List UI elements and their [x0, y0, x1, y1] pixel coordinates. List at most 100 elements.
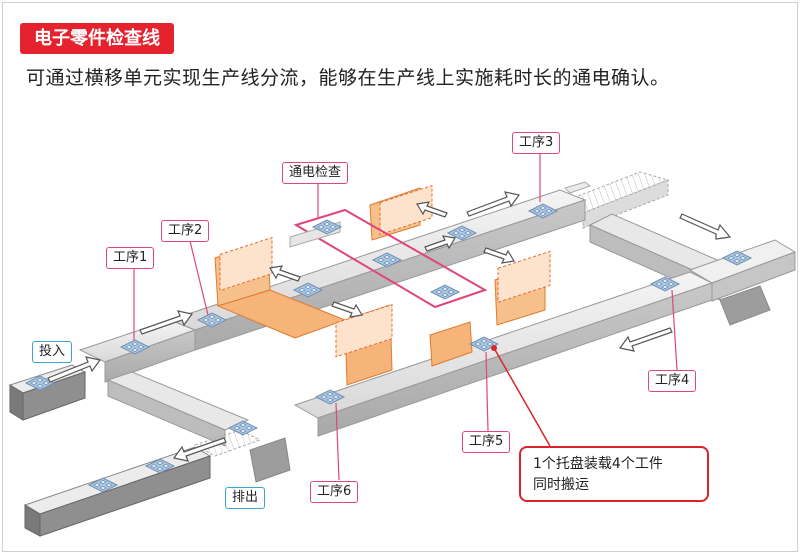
- workpiece: [317, 225, 325, 229]
- conveyor-lower: [293, 271, 714, 437]
- pallet-output-2: [87, 477, 119, 493]
- workpiece: [298, 288, 306, 292]
- workpiece: [156, 461, 164, 465]
- pallet-input: [24, 375, 56, 391]
- pallet-inspect-3: [429, 284, 461, 300]
- workpiece: [329, 225, 337, 229]
- arrow-transfer-down-icon: [483, 247, 515, 264]
- workpiece: [326, 392, 334, 396]
- workpiece: [480, 345, 488, 349]
- workpiece: [30, 381, 38, 385]
- workpiece: [545, 209, 553, 213]
- workpiece: [464, 231, 472, 235]
- inspection-zone: [293, 208, 488, 309]
- workpiece: [332, 395, 340, 399]
- workpiece: [733, 259, 741, 263]
- pallet-step2: [196, 312, 228, 328]
- workpiece: [233, 426, 241, 430]
- workpiece: [435, 290, 443, 294]
- workpiece: [377, 258, 385, 262]
- arrow-step1-icon: [139, 310, 194, 335]
- pallet-step3: [527, 203, 559, 219]
- arrow-transfer-left-icon: [269, 265, 301, 282]
- callout-dot: [491, 345, 497, 351]
- pallet-right-end: [721, 250, 753, 266]
- workpiece: [131, 342, 139, 346]
- pallet-step5: [468, 336, 500, 352]
- workpiece: [441, 293, 449, 297]
- workpiece: [655, 282, 663, 286]
- arrow-input-icon: [47, 356, 102, 383]
- workpiece: [661, 279, 669, 283]
- workpiece: [137, 345, 145, 349]
- workpiece: [383, 255, 391, 259]
- arrow-transfer-right-icon: [331, 301, 363, 318]
- transfer-pallets: [219, 184, 551, 358]
- workpiece: [533, 209, 541, 213]
- callout-pointer: [493, 347, 551, 447]
- workpiece: [739, 256, 747, 260]
- workpiece: [125, 345, 133, 349]
- workpiece: [202, 318, 210, 322]
- flow-arrows: [47, 191, 732, 462]
- pallet-output-1: [144, 458, 176, 474]
- workpiece: [42, 381, 50, 385]
- workpiece: [323, 228, 331, 232]
- workpiece: [36, 384, 44, 388]
- workpiece: [539, 212, 547, 216]
- conveyor-left-link: [106, 371, 291, 483]
- pallet-inspect-2: [371, 252, 403, 268]
- workpiece: [131, 348, 139, 352]
- pallet-step4: [649, 276, 681, 292]
- label-step2: 工序2: [161, 220, 210, 242]
- label-inspection: 通电检查: [282, 162, 349, 184]
- callout-line1: 1个托盘装载4个工件: [533, 456, 663, 472]
- pallet-step1: [119, 339, 151, 355]
- workpiece: [458, 234, 466, 238]
- workpiece: [208, 315, 216, 319]
- arrow-lower-back-icon: [618, 327, 673, 352]
- pallet-inspect-1: [311, 219, 343, 235]
- label-input: 投入: [32, 341, 73, 363]
- workpiece: [323, 222, 331, 226]
- workpiece: [162, 464, 170, 468]
- workpiece: [214, 318, 222, 322]
- workpiece: [304, 291, 312, 295]
- label-step3: 工序3: [512, 132, 561, 154]
- workpiece: [93, 483, 101, 487]
- conveyor-output: [23, 429, 262, 537]
- workpiece: [156, 467, 164, 471]
- workpiece: [150, 464, 158, 468]
- label-step1: 工序1: [106, 247, 155, 269]
- page-title: 电子零件检查线: [20, 23, 174, 54]
- workpiece: [304, 285, 312, 289]
- workpiece: [667, 282, 675, 286]
- arrow-right-link-icon: [679, 213, 732, 240]
- pallet-transfer-a: [292, 282, 324, 298]
- workpiece: [539, 206, 547, 210]
- workpiece: [389, 258, 397, 262]
- workpiece: [733, 253, 741, 257]
- arrow-output-icon: [172, 437, 227, 462]
- workpiece: [239, 429, 247, 433]
- callout-line2: 同时搬运: [533, 477, 589, 493]
- label-step5: 工序5: [462, 431, 511, 453]
- label-step4: 工序4: [648, 370, 697, 392]
- label-step6: 工序6: [310, 481, 359, 503]
- pallets: [24, 203, 753, 493]
- conveyor-input: [8, 364, 87, 421]
- label-output: 排出: [225, 487, 266, 509]
- workpiece: [661, 285, 669, 289]
- workpiece: [486, 342, 494, 346]
- workpiece: [245, 426, 253, 430]
- workpiece: [36, 378, 44, 382]
- workpiece: [474, 342, 482, 346]
- workpiece: [383, 261, 391, 265]
- workpiece: [458, 228, 466, 232]
- workpiece: [447, 290, 455, 294]
- arrow-upper-top-icon: [466, 191, 521, 217]
- workpiece: [441, 287, 449, 291]
- workpiece: [727, 256, 735, 260]
- workpiece: [105, 483, 113, 487]
